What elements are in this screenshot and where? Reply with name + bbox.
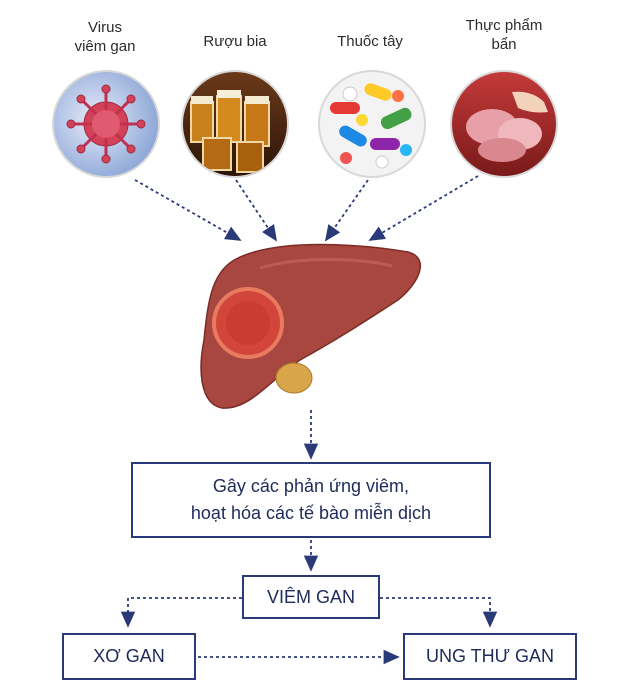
label-food-line2: bẩn bbox=[491, 36, 517, 53]
label-medicine: Thuốc tây bbox=[315, 32, 425, 51]
arrow-alcohol bbox=[235, 179, 277, 242]
label-medicine-line1: Thuốc tây bbox=[337, 33, 403, 50]
hepatitis-label: VIÊM GAN bbox=[266, 586, 355, 607]
arrow-food bbox=[368, 175, 479, 241]
cirrhosis-box: XƠ GAN bbox=[62, 633, 196, 680]
label-virus: Virus viêm gan bbox=[50, 18, 160, 56]
reaction-box: Gây các phản ứng viêm, hoạt hóa các tế b… bbox=[131, 462, 491, 538]
beer-icon bbox=[181, 70, 289, 178]
reaction-line2: hoạt hóa các tế bào miễn dịch bbox=[190, 503, 432, 523]
virus-icon bbox=[52, 70, 160, 178]
arrow-medicine bbox=[324, 179, 369, 242]
arrow-virus bbox=[134, 179, 242, 241]
label-alcohol: Rượu bia bbox=[180, 32, 290, 51]
liver-icon bbox=[200, 243, 421, 409]
label-food-line1: Thực phẩm bbox=[465, 17, 543, 34]
label-food: Thực phẩm bẩn bbox=[444, 16, 564, 54]
label-virus-line1: Virus bbox=[88, 19, 122, 36]
hepatitis-box: VIÊM GAN bbox=[242, 575, 380, 619]
cirrhosis-label: XƠ GAN bbox=[93, 646, 165, 666]
pills-icon bbox=[318, 70, 426, 178]
arrow-right bbox=[380, 597, 498, 628]
arrow-left bbox=[120, 597, 242, 628]
meat-icon bbox=[450, 70, 558, 178]
label-alcohol-line1: Rượu bia bbox=[203, 33, 267, 50]
reaction-line1: Gây các phản ứng viêm, bbox=[212, 476, 410, 496]
cancer-box: UNG THƯ GAN bbox=[403, 633, 577, 680]
label-virus-line2: viêm gan bbox=[74, 38, 136, 55]
cancer-label: UNG THƯ GAN bbox=[425, 646, 555, 666]
